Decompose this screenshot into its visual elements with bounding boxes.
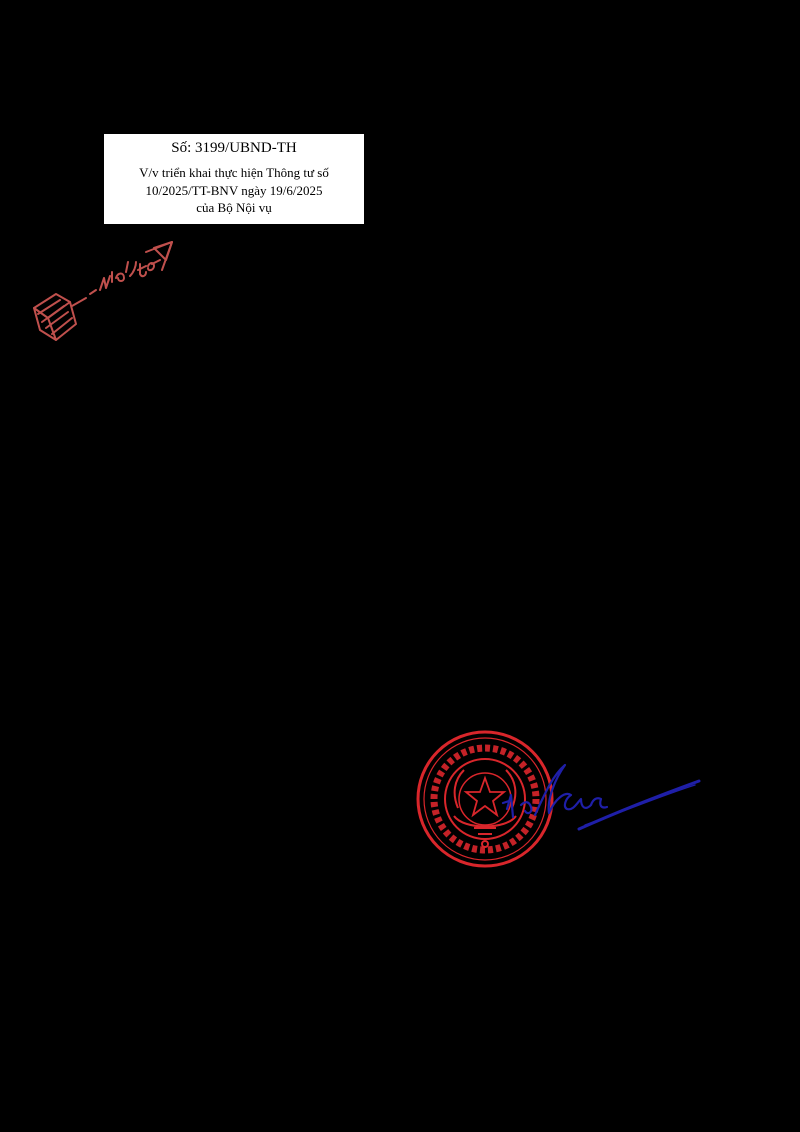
document-reference-box: Số: 3199/UBND-TH V/v triển khai thực hiệ… [104,134,364,224]
subject-line-1: V/v triển khai thực hiện Thông tư số [139,165,329,180]
subject-line-3: của Bộ Nội vụ [196,200,272,215]
arrow-stamp-icon [33,241,173,341]
document-subject: V/v triển khai thực hiện Thông tư số 10/… [108,164,360,217]
document-number: Số: 3199/UBND-TH [171,140,297,156]
signature-icon [501,763,701,831]
subject-line-2: 10/2025/TT-BNV ngày 19/6/2025 [145,182,323,198]
